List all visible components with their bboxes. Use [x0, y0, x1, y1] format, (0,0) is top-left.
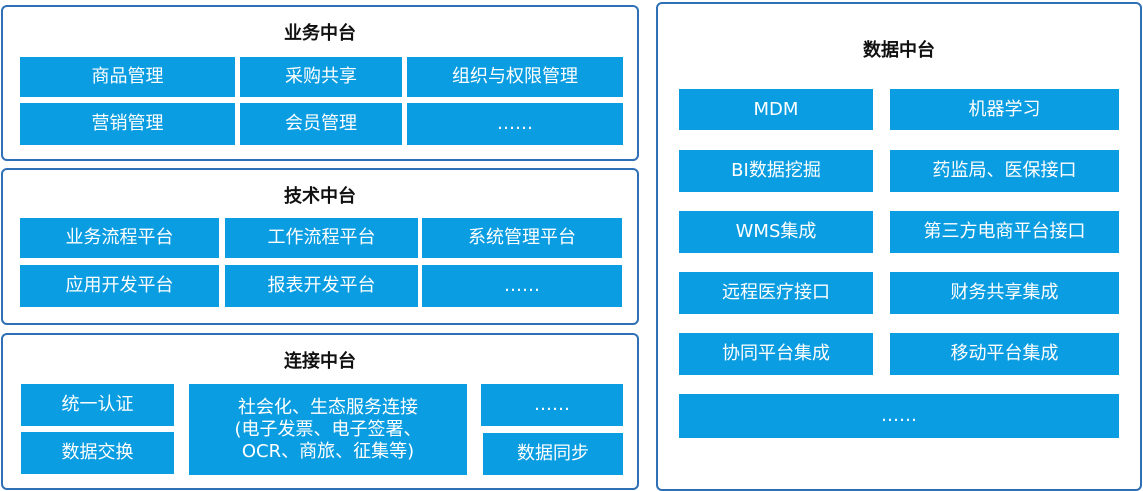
tech-item-more: …… [422, 265, 622, 307]
business-platform-panel: 业务中台 商品管理 采购共享 组织与权限管理 营销管理 会员管理 …… [1, 5, 639, 161]
data-item-collaboration: 协同平台集成 [679, 333, 873, 375]
data-item-regulator-interface: 药监局、医保接口 [890, 150, 1119, 192]
data-item-more: …… [679, 394, 1119, 438]
tech-platform-panel: 技术中台 业务流程平台 工作流程平台 系统管理平台 应用开发平台 报表开发平台 … [1, 168, 639, 325]
tech-item-report-dev: 报表开发平台 [225, 265, 418, 307]
tech-item-business-process: 业务流程平台 [20, 218, 219, 258]
connect-platform-title: 连接中台 [284, 351, 356, 372]
data-item-finance-sharing: 财务共享集成 [890, 272, 1119, 314]
business-item-membership: 会员管理 [240, 103, 402, 145]
data-item-wms: WMS集成 [679, 211, 873, 253]
connect-platform-panel: 连接中台 统一认证 数据交换 社会化、生态服务连接 (电子发票、电子签署、 OC… [1, 333, 639, 490]
data-item-ecommerce-interface: 第三方电商平台接口 [890, 211, 1119, 253]
data-item-telemedicine: 远程医疗接口 [679, 272, 873, 314]
data-platform-panel: 数据中台 MDM 机器学习 BI数据挖掘 药监局、医保接口 WMS集成 第三方电… [656, 2, 1142, 491]
connect-item-unified-auth: 统一认证 [21, 384, 174, 426]
business-item-more: …… [407, 103, 623, 145]
connect-item-social-ecosystem: 社会化、生态服务连接 (电子发票、电子签署、 OCR、商旅、征集等) [189, 384, 467, 475]
tech-item-app-dev: 应用开发平台 [20, 265, 219, 307]
connect-item-data-sync: 数据同步 [483, 433, 623, 475]
data-item-mobile-platform: 移动平台集成 [890, 333, 1119, 375]
business-platform-title: 业务中台 [284, 23, 356, 44]
data-item-machine-learning: 机器学习 [890, 89, 1119, 130]
tech-item-workflow: 工作流程平台 [225, 218, 418, 258]
business-item-marketing: 营销管理 [20, 103, 235, 145]
data-platform-title: 数据中台 [863, 40, 935, 61]
data-item-mdm: MDM [679, 89, 873, 130]
connect-item-more: …… [481, 384, 623, 426]
business-item-product-mgmt: 商品管理 [20, 57, 235, 97]
tech-item-system-mgmt: 系统管理平台 [422, 218, 622, 258]
data-item-bi-mining: BI数据挖掘 [679, 150, 873, 192]
business-item-org-permission: 组织与权限管理 [407, 57, 623, 97]
business-item-procurement: 采购共享 [240, 57, 402, 97]
tech-platform-title: 技术中台 [284, 186, 356, 207]
connect-item-data-exchange: 数据交换 [21, 432, 174, 474]
